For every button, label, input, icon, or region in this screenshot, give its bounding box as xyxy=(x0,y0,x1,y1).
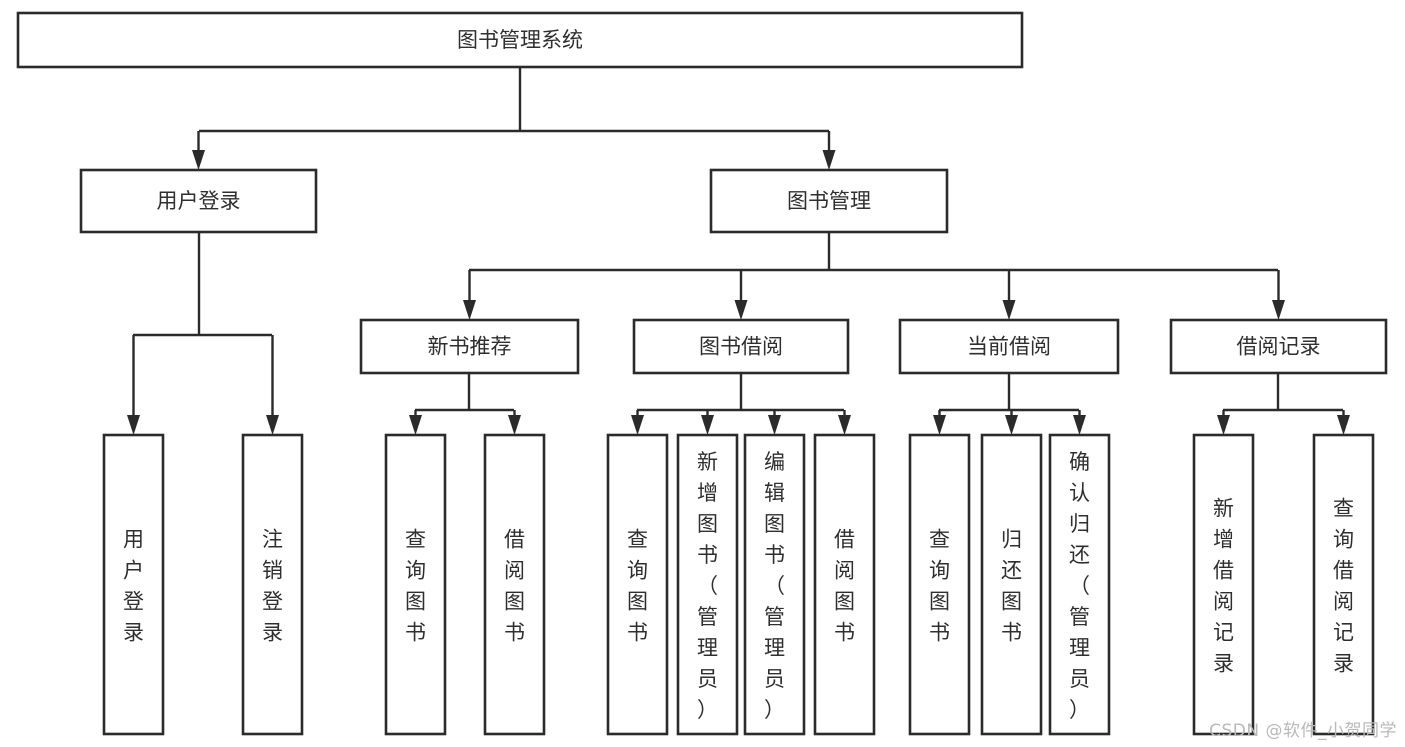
node-box-current-borrow[interactable] xyxy=(898,318,1120,375)
node-leaf-query-book-current[interactable]: 查询图书 xyxy=(908,433,971,736)
node-leaf-add-book[interactable]: 新增图书（管理员） xyxy=(676,433,739,736)
node-label-user-login: 用户登录 xyxy=(157,189,241,213)
node-leaf-query-book-recommend[interactable]: 查询图书 xyxy=(384,433,447,736)
node-label-leaf-logout: 注销登录 xyxy=(262,528,283,645)
node-box-root[interactable] xyxy=(16,11,1024,69)
node-user-login[interactable]: 用户登录 xyxy=(79,168,318,234)
node-label-new-book-recommend: 新书推荐 xyxy=(428,335,512,359)
node-leaf-confirm-return[interactable]: 确认归还（管理员） xyxy=(1048,433,1111,736)
connector-arrow xyxy=(701,410,714,435)
connector-arrow xyxy=(192,131,205,170)
connector-arrow xyxy=(409,410,422,435)
node-box-book-borrow[interactable] xyxy=(632,318,850,375)
node-label-root: 图书管理系统 xyxy=(457,28,583,52)
node-box-leaf-logout[interactable] xyxy=(241,433,304,736)
node-leaf-query-book-borrow[interactable]: 查询图书 xyxy=(606,433,669,736)
node-book-borrow[interactable]: 图书借阅 xyxy=(632,318,850,375)
node-label-leaf-user-login: 用户登录 xyxy=(123,528,144,645)
node-box-leaf-edit-book[interactable] xyxy=(743,433,806,736)
node-box-leaf-borrow-book[interactable] xyxy=(813,433,876,736)
node-label-book-manage: 图书管理 xyxy=(787,189,871,213)
node-box-new-book-recommend[interactable] xyxy=(359,318,580,375)
node-box-leaf-add-borrow-record[interactable] xyxy=(1192,433,1255,736)
node-box-book-manage[interactable] xyxy=(709,168,949,234)
node-box-leaf-query-borrow-record[interactable] xyxy=(1312,433,1375,736)
node-label-leaf-query-borrow-record: 查询借阅记录 xyxy=(1333,497,1354,676)
connector-bus xyxy=(133,232,272,337)
node-label-leaf-borrow-book-recommend: 借阅图书 xyxy=(504,528,525,645)
node-box-leaf-borrow-book-recommend[interactable] xyxy=(483,433,546,736)
node-box-leaf-query-book-recommend[interactable] xyxy=(384,433,447,736)
node-layer: 图书管理系统用户登录图书管理新书推荐图书借阅当前借阅借阅记录用户登录注销登录查询… xyxy=(16,11,1388,736)
node-label-leaf-borrow-book: 借阅图书 xyxy=(834,528,855,645)
connector-arrow xyxy=(1002,270,1016,320)
watermark-label: CSDN @软件_小贺同学 xyxy=(1209,721,1397,741)
connector-bus xyxy=(939,373,1079,412)
node-leaf-logout[interactable]: 注销登录 xyxy=(241,433,304,736)
node-label-leaf-query-book-current: 查询图书 xyxy=(929,528,950,645)
node-current-borrow[interactable]: 当前借阅 xyxy=(898,318,1120,375)
node-leaf-borrow-book-recommend[interactable]: 借阅图书 xyxy=(483,433,546,736)
node-label-leaf-add-book: 新增图书（管理员） xyxy=(697,450,718,722)
node-leaf-edit-book[interactable]: 编辑图书（管理员） xyxy=(743,433,806,736)
node-leaf-query-borrow-record[interactable]: 查询借阅记录 xyxy=(1312,433,1375,736)
connector-arrow xyxy=(127,335,140,435)
connector-layer xyxy=(127,67,1350,435)
node-label-leaf-add-borrow-record: 新增借阅记录 xyxy=(1213,497,1234,676)
node-box-leaf-user-login[interactable] xyxy=(102,433,165,736)
connector-arrow xyxy=(631,410,644,435)
node-box-leaf-query-book-borrow[interactable] xyxy=(606,433,669,736)
connector-arrow xyxy=(1217,410,1230,435)
connector-bus xyxy=(199,67,829,133)
node-label-leaf-confirm-return: 确认归还（管理员） xyxy=(1069,450,1090,722)
node-new-book-recommend[interactable]: 新书推荐 xyxy=(359,318,580,375)
node-box-leaf-add-book[interactable] xyxy=(676,433,739,736)
node-box-borrow-record[interactable] xyxy=(1169,318,1388,375)
connector-bus xyxy=(637,373,844,412)
node-label-book-borrow: 图书借阅 xyxy=(699,335,783,359)
connector-arrow xyxy=(1337,410,1350,435)
connector-bus xyxy=(1223,373,1343,412)
node-box-leaf-confirm-return[interactable] xyxy=(1048,433,1111,736)
node-leaf-borrow-book[interactable]: 借阅图书 xyxy=(813,433,876,736)
node-root[interactable]: 图书管理系统 xyxy=(16,11,1024,69)
node-leaf-user-login[interactable]: 用户登录 xyxy=(102,433,165,736)
connector-bus xyxy=(415,373,514,412)
connector-arrow xyxy=(768,410,781,435)
node-box-user-login[interactable] xyxy=(79,168,318,234)
connector-arrow xyxy=(1005,410,1018,435)
connector-arrow xyxy=(266,335,279,435)
connector-arrow xyxy=(734,270,748,320)
node-label-leaf-query-book-recommend: 查询图书 xyxy=(405,528,426,645)
node-label-leaf-return-book: 归还图书 xyxy=(1001,528,1022,645)
node-label-current-borrow: 当前借阅 xyxy=(967,335,1051,359)
node-label-leaf-query-book-borrow: 查询图书 xyxy=(627,528,648,645)
connector-arrow xyxy=(822,131,836,170)
node-label-leaf-edit-book: 编辑图书（管理员） xyxy=(764,450,785,722)
node-book-manage[interactable]: 图书管理 xyxy=(709,168,949,234)
node-leaf-return-book[interactable]: 归还图书 xyxy=(980,433,1043,736)
node-box-leaf-query-book-current[interactable] xyxy=(908,433,971,736)
connector-arrow xyxy=(933,410,946,435)
node-borrow-record[interactable]: 借阅记录 xyxy=(1169,318,1388,375)
connector-bus xyxy=(469,232,1278,272)
connector-arrow xyxy=(1272,270,1285,320)
node-box-leaf-return-book[interactable] xyxy=(980,433,1043,736)
node-label-borrow-record: 借阅记录 xyxy=(1237,335,1321,359)
connector-arrow xyxy=(838,410,851,435)
connector-arrow xyxy=(463,270,476,320)
connector-arrow xyxy=(508,410,521,435)
connector-arrow xyxy=(1073,410,1086,435)
node-leaf-add-borrow-record[interactable]: 新增借阅记录 xyxy=(1192,433,1255,736)
